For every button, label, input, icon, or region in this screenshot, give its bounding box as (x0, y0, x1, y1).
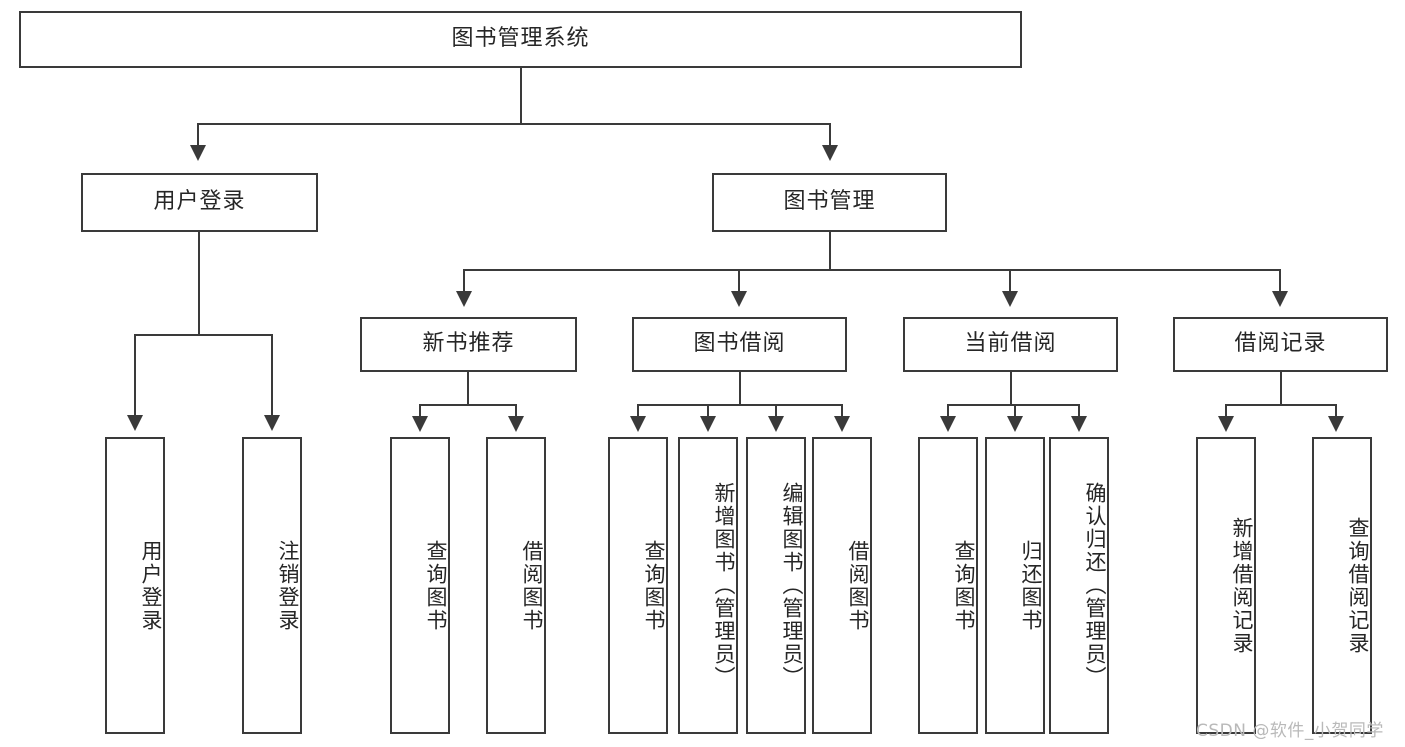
connector-book-manage-drop-4 (1279, 269, 1281, 293)
connector-borrow-record-stem (1280, 372, 1282, 406)
connector-root-right-drop (829, 123, 831, 147)
node-book-manage[interactable]: 图书管理 (712, 173, 947, 232)
arrow-to-book-borrow (731, 291, 747, 307)
node-book-borrow[interactable]: 图书借阅 (632, 317, 847, 372)
connector-borrow-record-bar (1225, 404, 1337, 406)
leaf-query-record[interactable]: 查询借阅记录 (1312, 437, 1372, 734)
leaf-query-book-3[interactable]: 查询图书 (918, 437, 978, 734)
connector-borrow-record-drop-1 (1225, 404, 1227, 418)
leaf-borrow-book-1[interactable]: 借阅图书 (486, 437, 546, 734)
leaf-add-book[interactable]: 新增图书（管理员） (678, 437, 738, 734)
node-borrow-record[interactable]: 借阅记录 (1173, 317, 1388, 372)
arrow-to-leaf-user-login (127, 415, 143, 431)
arrow-to-leaf-confirm-return (1071, 416, 1087, 432)
leaf-add-record[interactable]: 新增借阅记录 (1196, 437, 1256, 734)
connector-new-book-drop-1 (419, 404, 421, 418)
connector-book-borrow-bar (637, 404, 842, 406)
node-new-book-recommend[interactable]: 新书推荐 (360, 317, 577, 372)
connector-current-borrow-drop-1 (947, 404, 949, 418)
connector-user-login-drop-2 (271, 334, 273, 417)
connector-book-borrow-drop-2 (707, 404, 709, 418)
arrow-to-leaf-query-book-1 (412, 416, 428, 432)
connector-user-login-bar (134, 334, 272, 336)
connector-book-borrow-stem (739, 372, 741, 406)
arrow-to-leaf-borrow-book-1 (508, 416, 524, 432)
leaf-edit-book[interactable]: 编辑图书（管理员） (746, 437, 806, 734)
leaf-return-book[interactable]: 归还图书 (985, 437, 1045, 734)
arrow-to-leaf-query-book-3 (940, 416, 956, 432)
connector-root-bar (197, 123, 831, 125)
leaf-logout-login[interactable]: 注销登录 (242, 437, 302, 734)
connector-current-borrow-drop-2 (1014, 404, 1016, 418)
connector-current-borrow-stem (1010, 372, 1012, 406)
connector-book-manage-drop-3 (1009, 269, 1011, 293)
connector-current-borrow-bar (947, 404, 1079, 406)
leaf-confirm-return[interactable]: 确认归还（管理员） (1049, 437, 1109, 734)
leaf-query-book-1[interactable]: 查询图书 (390, 437, 450, 734)
connector-book-manage-stem (829, 232, 831, 271)
arrow-to-leaf-add-record (1218, 416, 1234, 432)
connector-new-book-bar (419, 404, 517, 406)
connector-current-borrow-drop-3 (1078, 404, 1080, 418)
connector-new-book-drop-2 (515, 404, 517, 418)
connector-root-stem (520, 68, 522, 124)
arrow-to-borrow-record (1272, 291, 1288, 307)
node-user-login[interactable]: 用户登录 (81, 173, 318, 232)
arrow-to-leaf-query-record (1328, 416, 1344, 432)
leaf-borrow-book-2[interactable]: 借阅图书 (812, 437, 872, 734)
arrow-to-leaf-logout-login (264, 415, 280, 431)
connector-book-manage-bar (463, 269, 1280, 271)
connector-user-login-drop-1 (134, 334, 136, 417)
node-current-borrow[interactable]: 当前借阅 (903, 317, 1118, 372)
connector-book-borrow-drop-1 (637, 404, 639, 418)
connector-book-manage-drop-1 (463, 269, 465, 293)
arrow-to-leaf-add-book (700, 416, 716, 432)
arrow-to-book-manage (822, 145, 838, 161)
arrow-to-new-book-recommend (456, 291, 472, 307)
connector-book-borrow-drop-4 (841, 404, 843, 418)
csdn-watermark: CSDN @软件_小贺同学 (1196, 721, 1384, 741)
arrow-to-leaf-query-book-2 (630, 416, 646, 432)
node-book-management-system[interactable]: 图书管理系统 (19, 11, 1022, 68)
connector-book-borrow-drop-3 (775, 404, 777, 418)
arrow-to-leaf-edit-book (768, 416, 784, 432)
connector-book-manage-drop-2 (738, 269, 740, 293)
leaf-query-book-2[interactable]: 查询图书 (608, 437, 668, 734)
arrow-to-leaf-return-book (1007, 416, 1023, 432)
leaf-user-login[interactable]: 用户登录 (105, 437, 165, 734)
connector-root-left-drop (197, 123, 199, 147)
connector-borrow-record-drop-2 (1335, 404, 1337, 418)
arrow-to-current-borrow (1002, 291, 1018, 307)
arrow-to-leaf-borrow-book-2 (834, 416, 850, 432)
arrow-to-user-login (190, 145, 206, 161)
connector-user-login-stem (198, 232, 200, 335)
connector-new-book-stem (467, 372, 469, 406)
